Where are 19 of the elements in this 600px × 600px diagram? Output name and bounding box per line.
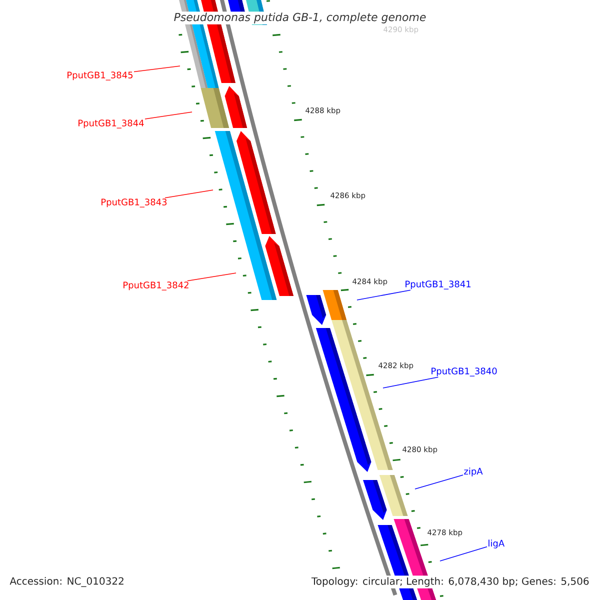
leader-line — [144, 112, 192, 120]
leader-line — [186, 272, 236, 282]
footer-text: Topology: circular; Length: 6,078,430 bp; Genes: 5,506 — [310, 576, 591, 588]
gene-label: PputGB1_3840 — [432, 368, 497, 376]
footer-text: Accession: NC_010322 — [8, 576, 126, 588]
gene-label: PputGB1_3842 — [124, 282, 188, 290]
gene-label: ligA — [488, 540, 504, 548]
gene-label: PputGB1_3843 — [102, 198, 167, 208]
leader-line — [134, 66, 180, 72]
gene-label: zipA — [464, 468, 483, 476]
leader-line — [356, 290, 411, 300]
gene-label: PputGB1_3844 — [78, 120, 144, 128]
leader-line — [440, 546, 488, 562]
title: Pseudomonas putida GB-1, complete genome — [172, 12, 428, 24]
leader-line — [382, 376, 439, 388]
leader-line — [164, 190, 214, 198]
leader-line — [414, 474, 464, 490]
gene-label: PputGB1_3845 — [68, 72, 132, 80]
gene-label: PputGB1_3841 — [406, 280, 471, 290]
